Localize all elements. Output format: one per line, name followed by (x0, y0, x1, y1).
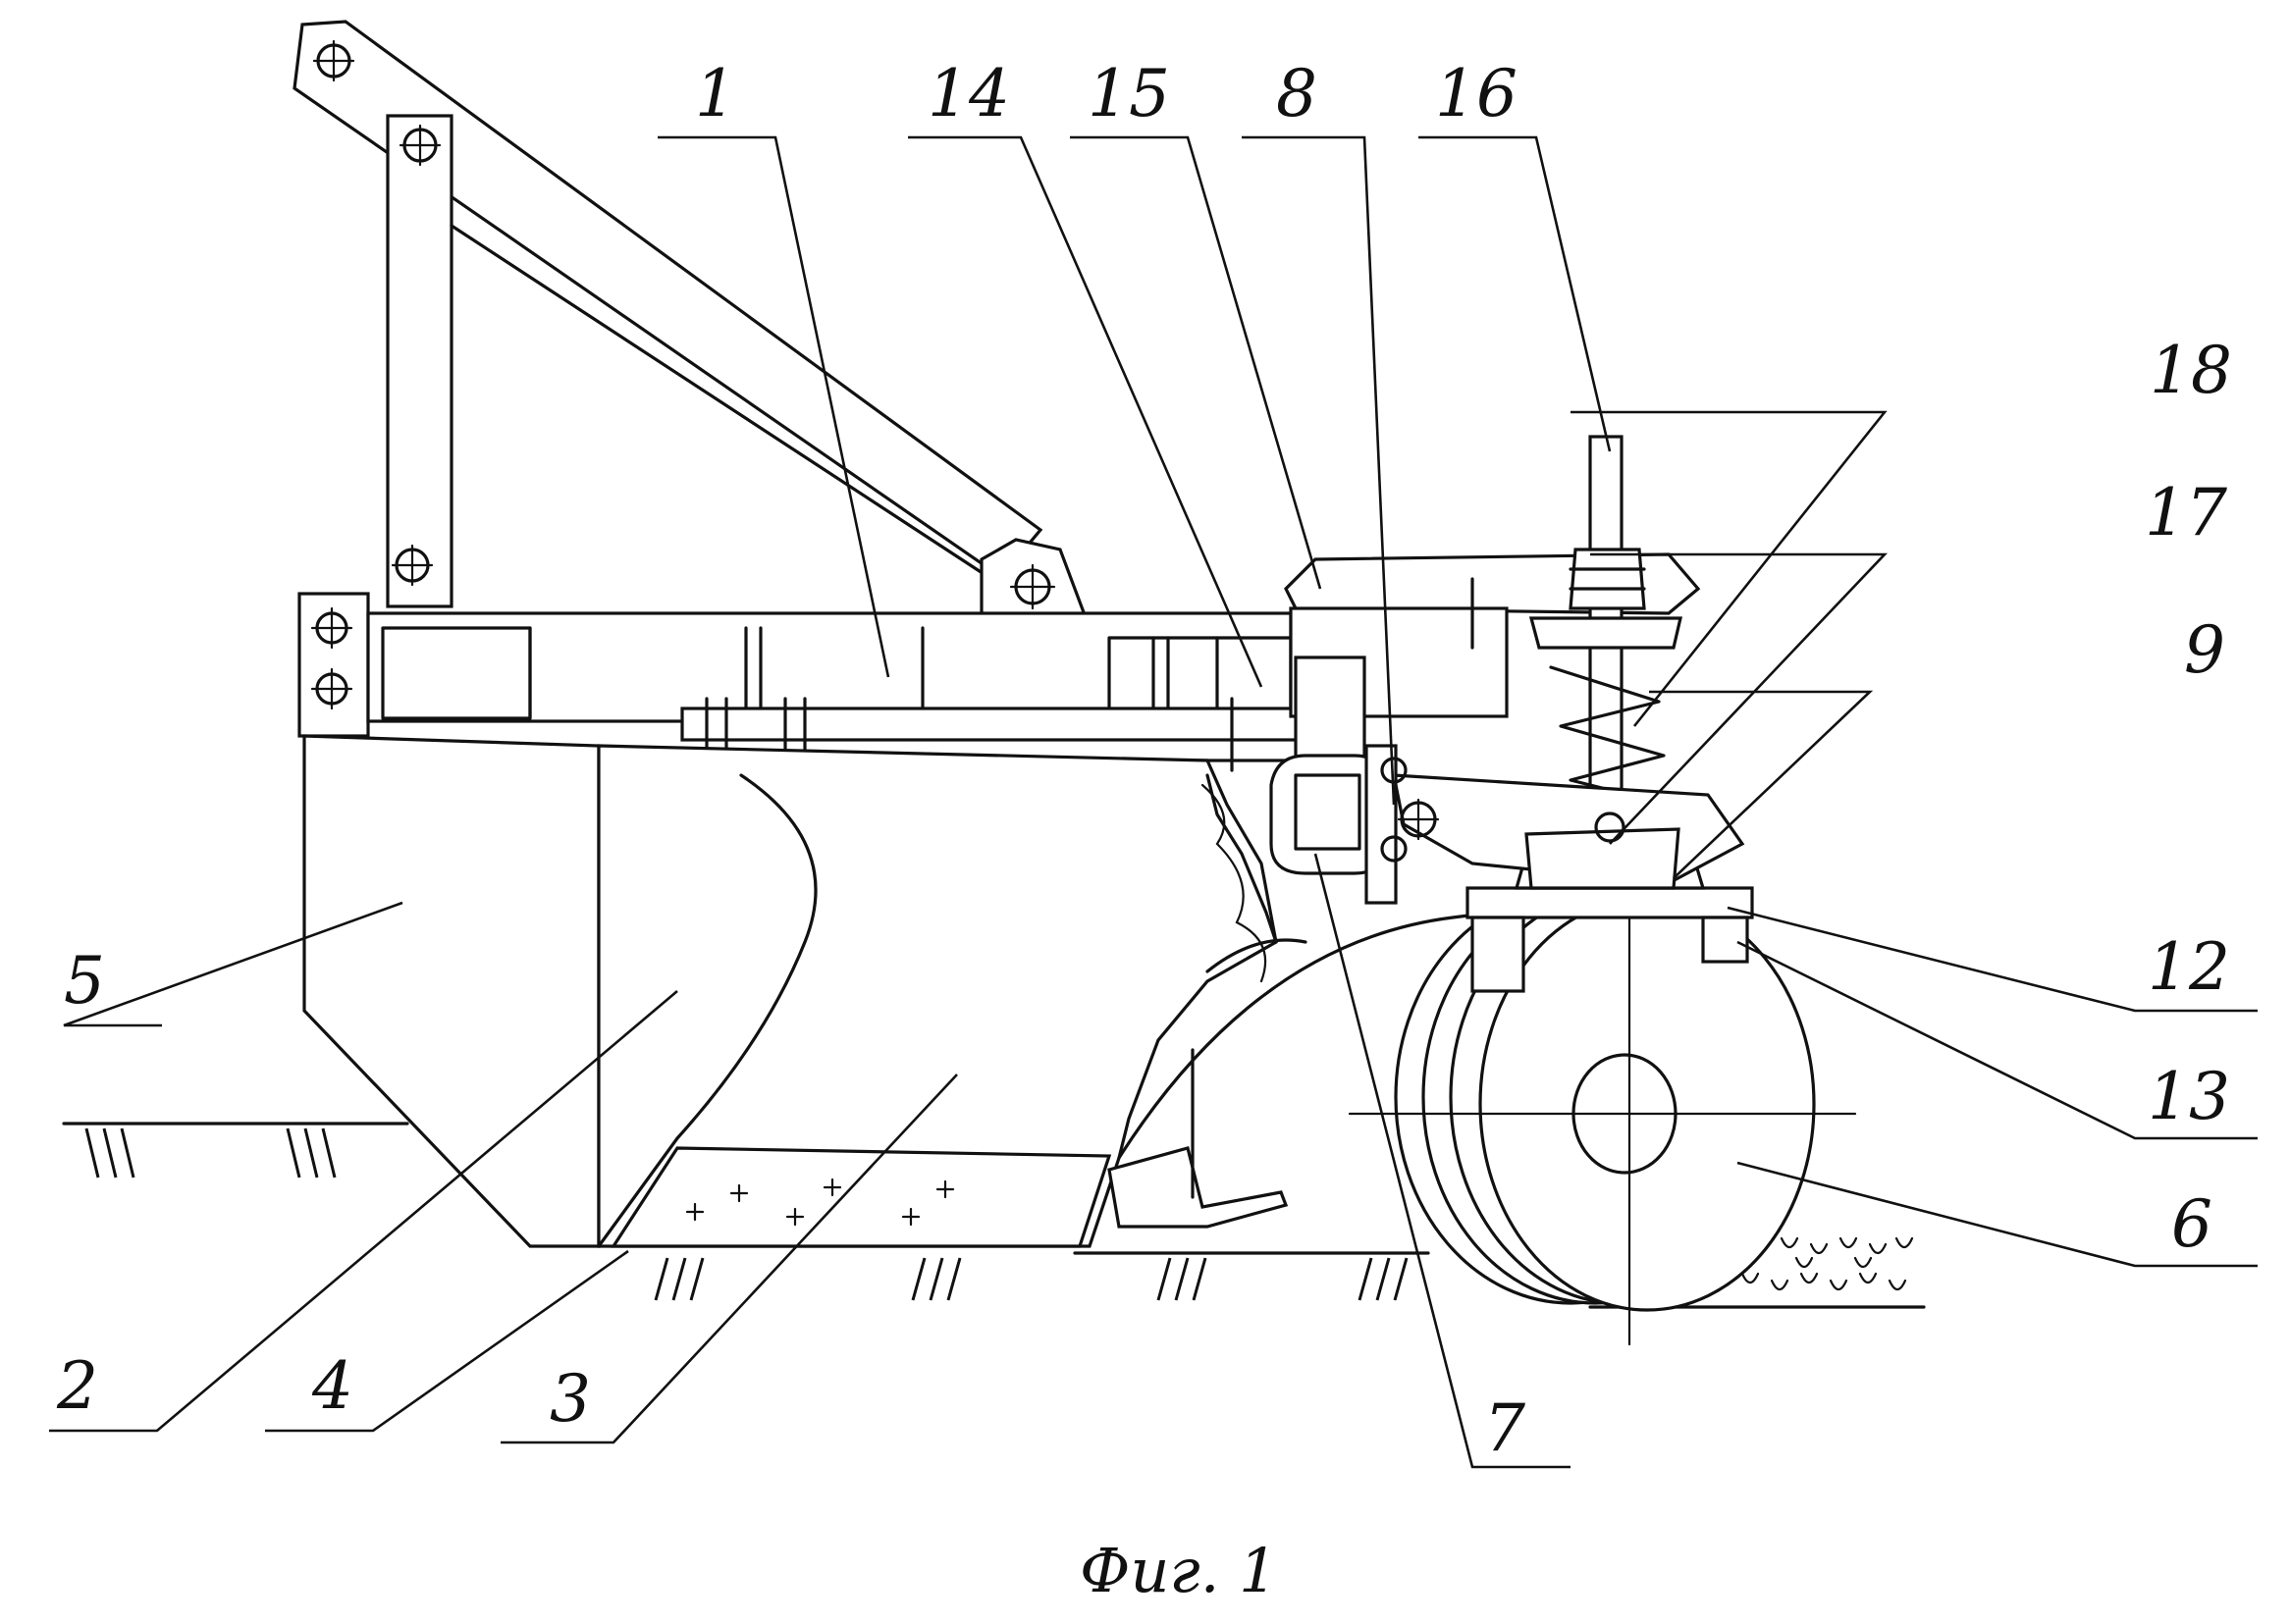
front-plate (304, 736, 599, 1246)
callout-label-15: 15 (1088, 56, 1170, 131)
callout-label-1: 1 (695, 56, 736, 131)
lever (1394, 775, 1742, 888)
callout-label-9: 9 (2184, 612, 2225, 688)
callout-label-4: 4 (311, 1348, 353, 1424)
callout-label-8: 8 (1276, 56, 1317, 131)
callout-label-18: 18 (2150, 333, 2232, 408)
callout-label-5: 5 (64, 943, 105, 1019)
callout-label-14: 14 (928, 56, 1010, 131)
callout-label-13: 13 (2148, 1059, 2230, 1134)
support-wheel (1350, 864, 1855, 1344)
figure-caption: Фиг. 1 (1080, 1535, 1278, 1606)
callout-label-17: 17 (2145, 475, 2227, 550)
callout-label-16: 16 (1435, 56, 1518, 131)
callout-label-6: 6 (2171, 1186, 2212, 1262)
callout-label-7: 7 (1484, 1390, 1525, 1466)
callout-label-2: 2 (56, 1348, 98, 1424)
plough-body (599, 746, 1286, 1246)
callout-label-3: 3 (550, 1361, 591, 1437)
callout-label-12: 12 (2148, 929, 2230, 1005)
